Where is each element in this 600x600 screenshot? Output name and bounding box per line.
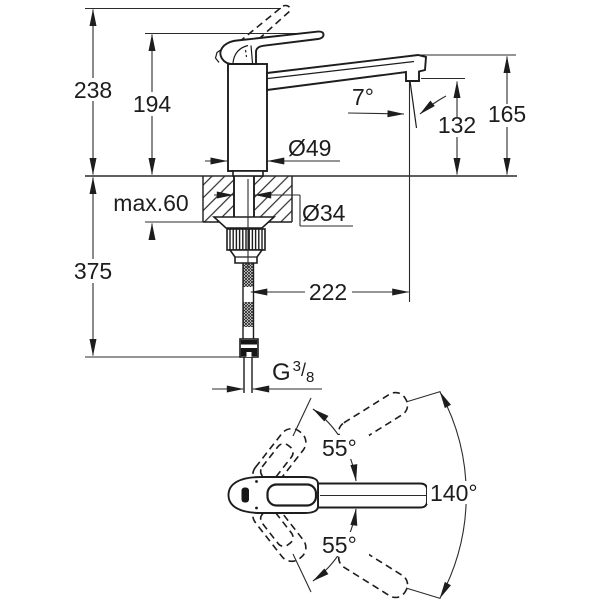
lever-raised-dashed — [238, 4, 292, 48]
handle-sketch-lines — [214, 44, 254, 64]
thread-g: G — [272, 359, 291, 386]
label-bg-140 — [427, 481, 489, 504]
rotated-head-dashed — [251, 427, 307, 490]
angle-7-label: 7° — [352, 84, 374, 110]
mounting-hardware — [211, 176, 277, 393]
dim-165-label: 165 — [488, 101, 526, 127]
handle-tick-dashed — [244, 49, 248, 58]
hose-braid-upper — [243, 263, 253, 287]
lever-top-view — [266, 483, 318, 507]
swivel-55-upper-label: 55° — [322, 435, 357, 461]
countertop-slab — [202, 176, 293, 223]
water-stream-line — [409, 80, 418, 129]
thread-nipple — [243, 357, 253, 393]
dia34-leader — [274, 194, 353, 227]
label-bg-55-upper — [318, 435, 369, 459]
angle7-leader-left — [347, 110, 405, 118]
head-mark — [241, 487, 249, 503]
dimension-lines — [89, 9, 511, 393]
slab-hatch-right — [254, 176, 292, 222]
thread-slash: / — [301, 360, 306, 380]
dia-49-label: Ø49 — [288, 135, 331, 161]
axis-line-lower-near — [292, 553, 312, 593]
angle7-leader-right — [419, 95, 447, 115]
dim-238-label: 238 — [74, 77, 112, 103]
spout-outline — [266, 54, 428, 92]
dim-194-label: 194 — [133, 91, 172, 117]
rotated-lever-dashed — [259, 509, 294, 548]
stabilizer-plate — [211, 216, 277, 229]
swivel-lower-near-dashed — [251, 500, 307, 563]
fitting-band-top — [240, 340, 258, 345]
faucet-side-view — [214, 4, 428, 177]
axis-line-lower-far — [405, 587, 441, 600]
lever-handle — [219, 30, 325, 65]
dim-222-label: 222 — [309, 279, 347, 305]
hose-braid-lower — [243, 302, 253, 327]
axis-line-upper-near — [292, 397, 312, 437]
label-bg-55-lower — [318, 532, 369, 556]
head-dot-top — [255, 480, 258, 483]
swivel-55-lower-label: 55° — [322, 532, 357, 558]
shank-tube — [233, 176, 255, 222]
swivel-upper-near-dashed — [251, 427, 307, 490]
nut-ribs — [229, 229, 263, 250]
spout-inner-line — [267, 60, 415, 80]
head-dot-bottom — [255, 506, 258, 510]
dim-132-label: 132 — [438, 112, 476, 138]
shank-fill — [234, 176, 254, 222]
swivel-top-view — [227, 390, 489, 600]
rotated-head-dashed — [251, 500, 307, 563]
dia-34-label: Ø34 — [302, 200, 346, 226]
dimension-labels: 238 194 165 132 7° Ø49 Ø34 max.60 375 22… — [74, 77, 526, 558]
swivel-140-label: 140° — [430, 480, 478, 506]
rotated-lever-dashed — [259, 442, 294, 481]
fitting-notch — [246, 352, 252, 357]
dim-375-label: 375 — [74, 258, 112, 284]
thread-denominator: 8 — [306, 369, 314, 386]
hose-outline — [242, 263, 255, 340]
base-gasket — [232, 170, 264, 177]
extension-lines — [85, 7, 517, 358]
thread-numerator: 3 — [293, 358, 301, 375]
faucet-body — [227, 63, 268, 172]
slab-hatch-left — [203, 176, 234, 222]
max-60-label: max.60 — [113, 190, 188, 216]
axis-line-upper-far — [405, 390, 441, 403]
